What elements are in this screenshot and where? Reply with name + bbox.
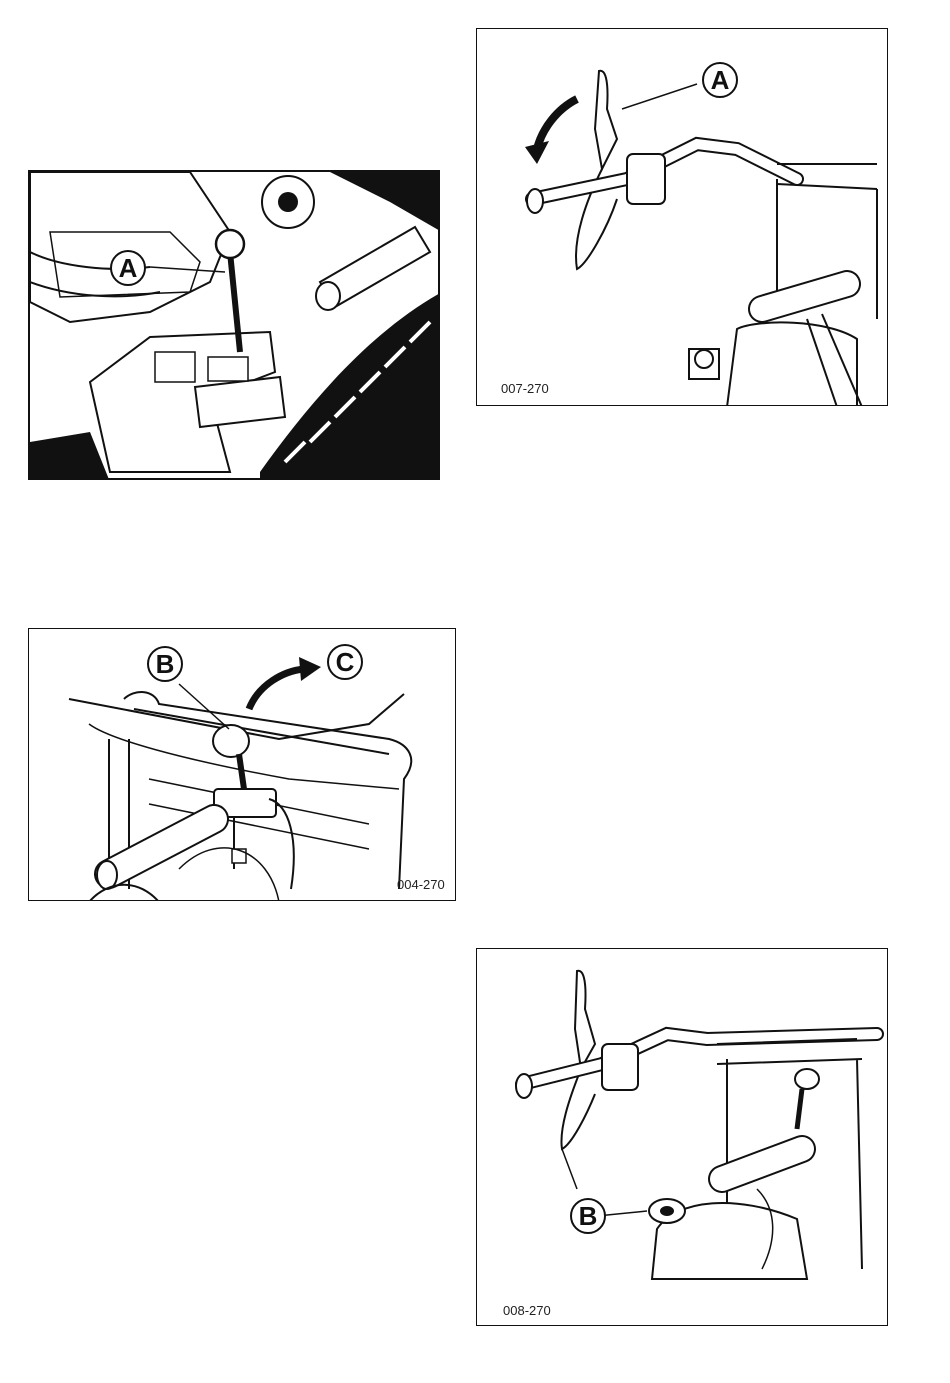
figure-code: 007-270: [501, 381, 549, 396]
figure-code: 008-270: [503, 1303, 551, 1318]
callout-b: B: [147, 646, 183, 682]
figure-handle-lever-a: A 007-270: [476, 28, 888, 406]
callout-b: B: [570, 1198, 606, 1234]
figure-gear-lever: A: [28, 170, 440, 480]
figure-code: 004-270: [397, 877, 445, 892]
callout-a: A: [110, 250, 146, 286]
callout-c: C: [327, 644, 363, 680]
handle-lever-illustration: [477, 29, 888, 406]
handle-b-illustration: [477, 949, 888, 1326]
shift-knob-illustration: [29, 629, 456, 901]
callout-a: A: [702, 62, 738, 98]
figure-handle-b: B 008-270: [476, 948, 888, 1326]
figure-shift-knob: B C 004-270: [28, 628, 456, 901]
gear-lever-illustration: [30, 172, 440, 480]
